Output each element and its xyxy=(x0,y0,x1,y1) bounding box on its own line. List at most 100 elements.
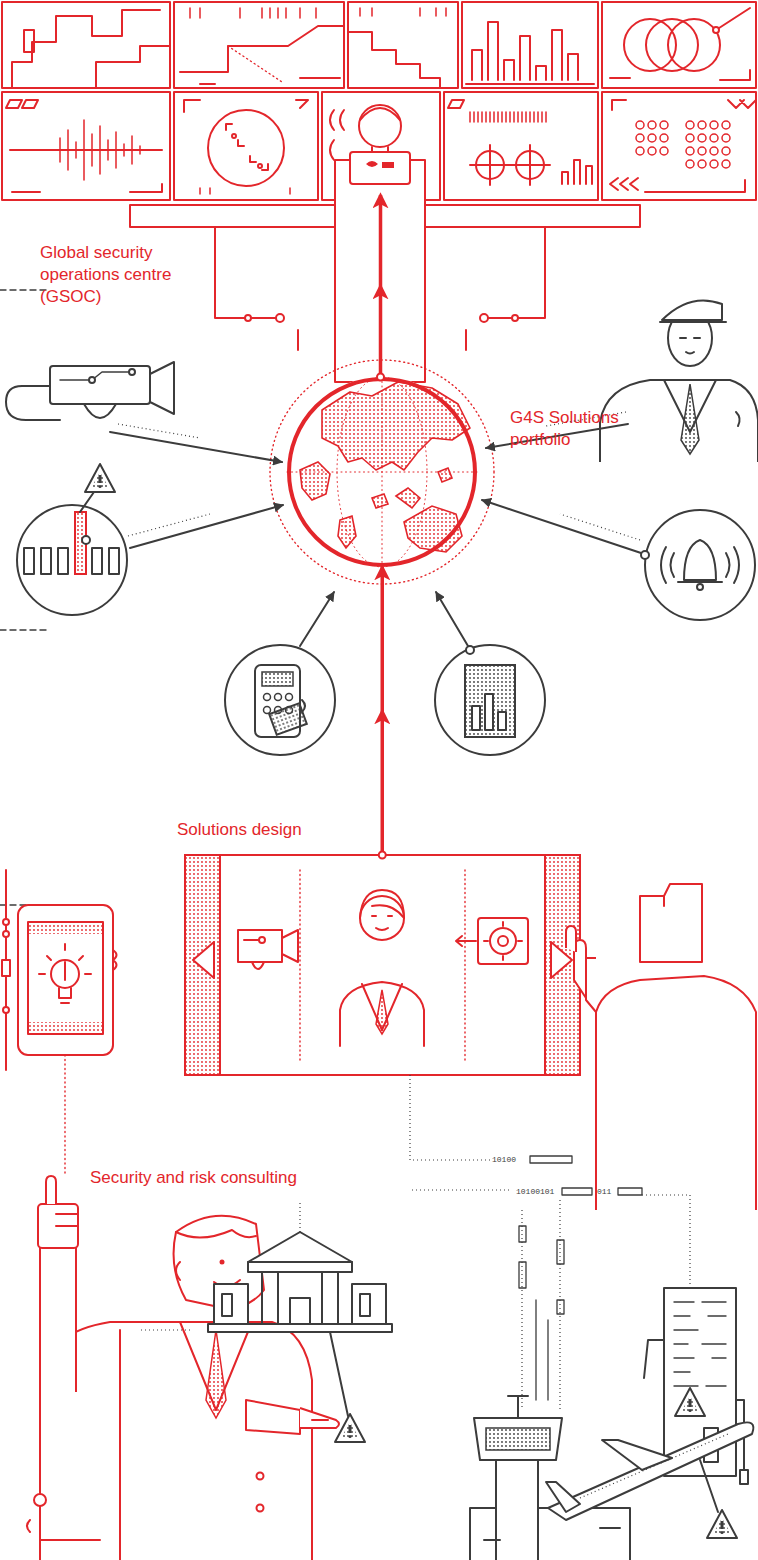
consultant-figure xyxy=(176,1230,256,1238)
monitor-wall xyxy=(208,110,284,186)
smartphone-idea xyxy=(113,950,117,970)
monitor-wall xyxy=(60,120,140,180)
design-panel xyxy=(456,936,476,946)
consultant-figure xyxy=(246,1400,300,1434)
globe xyxy=(287,377,477,567)
design-panel xyxy=(185,855,220,1075)
alarm-bell-icon xyxy=(482,500,755,620)
data-lines xyxy=(618,1188,642,1195)
analytics-icon xyxy=(17,505,127,615)
monitor-wall xyxy=(722,160,730,168)
operations-desk xyxy=(335,160,425,382)
monitor-wall xyxy=(602,2,756,88)
alarm-bell-icon xyxy=(697,584,703,590)
monitor-wall xyxy=(636,121,644,129)
smartphone-idea xyxy=(39,944,91,974)
airport xyxy=(580,1434,728,1498)
consultant-figure xyxy=(46,1176,56,1204)
office-tower xyxy=(740,1470,748,1484)
monitor-wall xyxy=(686,147,694,155)
data-lines xyxy=(519,1262,526,1288)
report-icon xyxy=(485,694,493,730)
smartphone-idea xyxy=(28,922,103,934)
smartphone-idea xyxy=(28,922,103,1034)
bank-building xyxy=(222,1294,370,1316)
keypad-icon xyxy=(264,694,271,701)
monitor-wall xyxy=(698,160,706,168)
cctv-camera xyxy=(150,362,174,414)
operations-desk xyxy=(130,160,640,382)
airport xyxy=(486,1428,550,1450)
monitor-wall xyxy=(710,160,718,168)
smartphone-idea xyxy=(2,870,117,1175)
monitor-wall xyxy=(12,184,162,192)
monitor-wall xyxy=(2,2,756,200)
consultant-figure xyxy=(300,1408,339,1428)
binary-code: 10100101 xyxy=(516,1188,554,1196)
security-guard xyxy=(662,300,722,320)
monitor-wall xyxy=(646,19,698,71)
solutions-design-node: Solutions design xyxy=(185,855,580,1075)
cctv-camera xyxy=(110,432,282,462)
monitor-wall xyxy=(636,147,644,155)
report-icon xyxy=(498,712,506,730)
monitor-wall xyxy=(448,100,464,108)
monitor-wall xyxy=(200,78,340,84)
smartphone-idea xyxy=(2,960,10,976)
monitor-wall xyxy=(698,147,706,155)
monitor-wall xyxy=(96,46,170,88)
analytics-icon xyxy=(24,548,119,574)
consultant-figure xyxy=(176,1262,180,1280)
design-panel xyxy=(484,922,522,960)
client-figure xyxy=(596,976,756,1210)
flow-arrow xyxy=(379,195,383,377)
monitor-wall xyxy=(698,134,706,142)
monitor-wall xyxy=(470,112,546,122)
monitor-wall xyxy=(722,121,730,129)
design-panel xyxy=(259,937,265,943)
data-lines xyxy=(536,1300,548,1400)
keypad-icon xyxy=(262,672,293,686)
data-lines xyxy=(410,1075,490,1160)
binary-code: 011 xyxy=(597,1188,611,1196)
report-icon xyxy=(465,665,515,737)
monitor-wall xyxy=(360,8,446,16)
alarm-bell-icon xyxy=(684,540,716,580)
client-figure xyxy=(566,884,756,1210)
report-icon xyxy=(436,592,468,646)
alarm-bell-icon xyxy=(560,514,640,540)
node-label: Security and risk consulting xyxy=(90,1167,390,1189)
globe-outline xyxy=(289,379,475,565)
alarm-bell-icon xyxy=(661,547,739,583)
bank-building xyxy=(140,1200,392,1442)
office-tower xyxy=(675,1388,705,1416)
monitor-wall xyxy=(636,134,644,142)
smartphone-idea xyxy=(3,1007,9,1013)
monitor-wall xyxy=(2,92,170,200)
airport xyxy=(470,1396,753,1560)
smartphone-idea xyxy=(18,905,113,1055)
monitor-wall xyxy=(348,32,440,88)
monitor-wall xyxy=(660,121,668,129)
operations-desk xyxy=(245,315,251,321)
monitor-wall xyxy=(648,134,656,142)
monitor-wall xyxy=(648,147,656,155)
monitor-wall xyxy=(228,46,282,82)
monitor-wall xyxy=(232,134,236,138)
monitor-wall xyxy=(648,121,656,129)
monitor-wall xyxy=(660,147,668,155)
design-panel xyxy=(244,940,264,969)
client-figure xyxy=(586,958,596,1012)
design-panel xyxy=(376,990,388,1034)
consultant-figure xyxy=(40,1246,76,1392)
office-tower xyxy=(644,1340,664,1378)
monitor-wall xyxy=(722,134,730,142)
monitor-wall xyxy=(174,92,318,200)
monitor-wall xyxy=(258,164,262,168)
monitor-wall xyxy=(226,124,268,170)
monitor-wall xyxy=(330,110,344,160)
operations-desk xyxy=(486,227,545,318)
